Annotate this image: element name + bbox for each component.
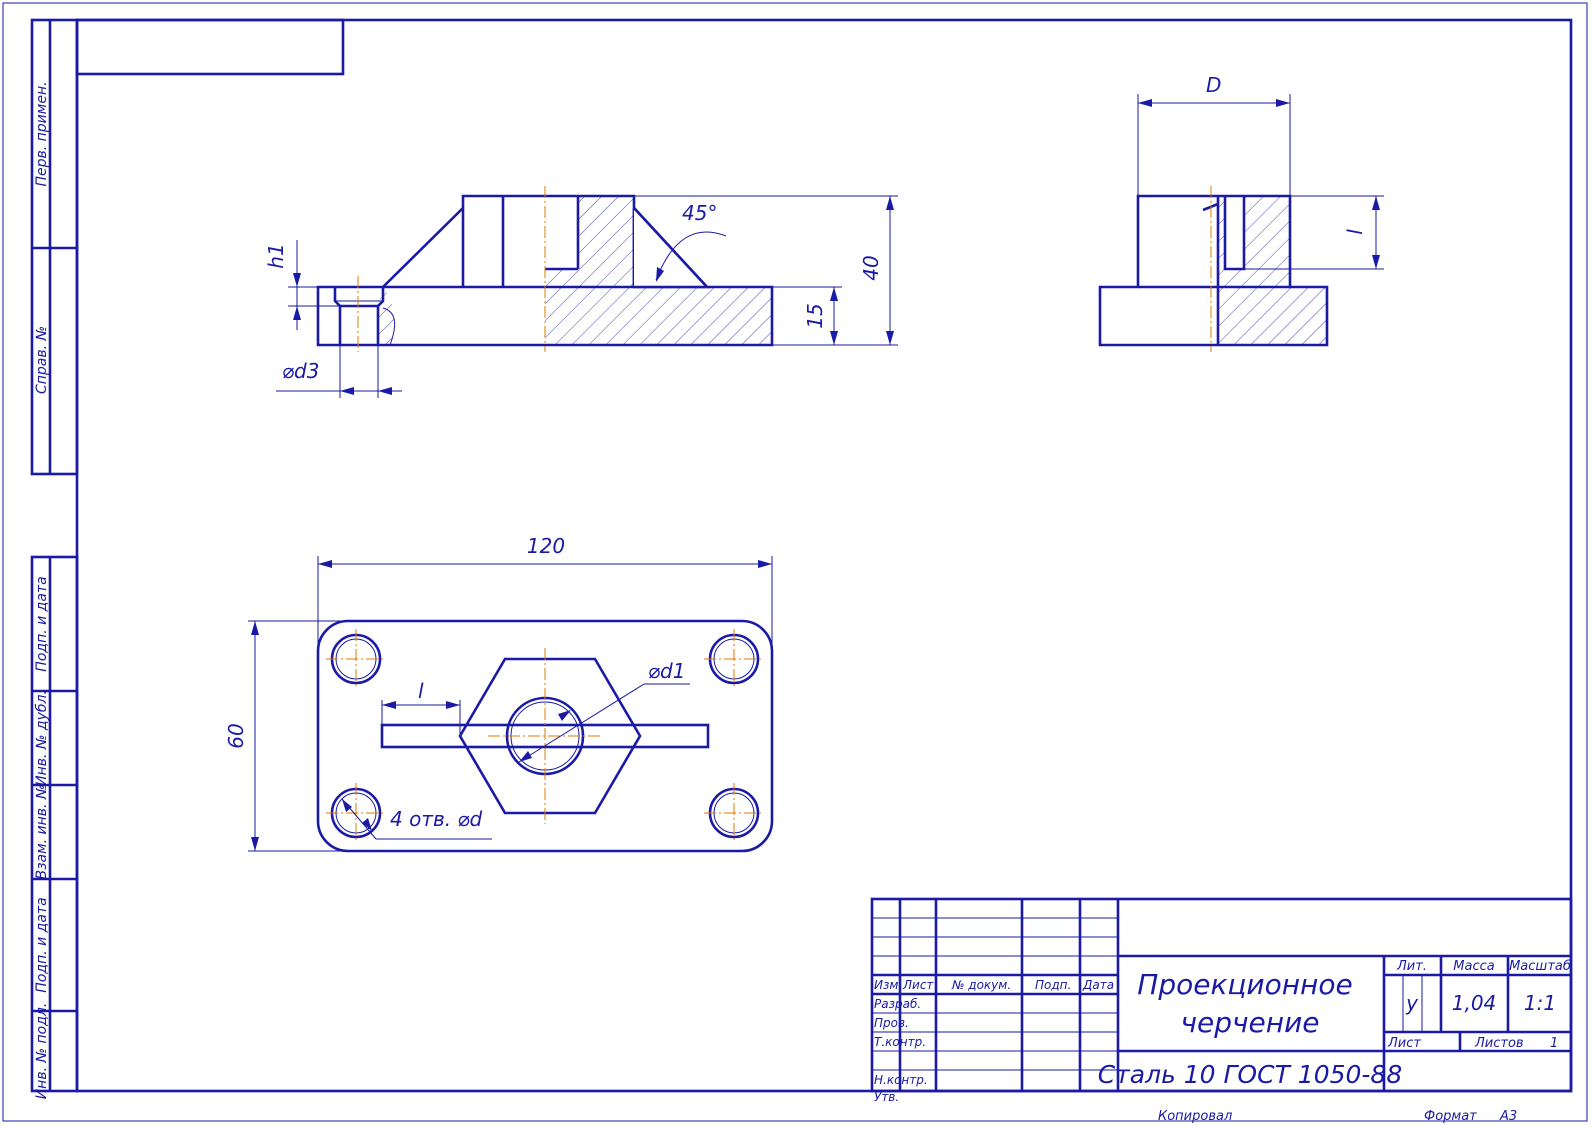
corner-hole-br xyxy=(704,783,764,843)
corner-hole-tl xyxy=(326,629,386,689)
side-view: D l xyxy=(1098,73,1384,352)
tb-role-prov: Пров. xyxy=(874,1016,909,1030)
dim-length: 120 xyxy=(527,534,565,558)
dim-height-base: 15 xyxy=(803,303,827,328)
side-stamp-bottom: Подп. и дата Инв. № дубл. Взам. инв. № П… xyxy=(30,555,79,1100)
tb-lit-value: у xyxy=(1405,991,1419,1015)
front-hole-hatch xyxy=(378,287,395,345)
footer-kopiroval: Копировал xyxy=(1158,1109,1232,1124)
title-block: Изм. Лист № докум. Подп. Дата Разраб. Пр… xyxy=(870,897,1573,1104)
dim-D: D xyxy=(1206,73,1221,97)
stamp-podp-data-1: Подп. и дата xyxy=(34,576,50,671)
tb-role-nkontr: Н.контр. xyxy=(874,1073,928,1087)
tb-header-list: Лист xyxy=(902,978,934,992)
stamp-perv-primen: Перв. примен. xyxy=(34,81,50,186)
footer-format-value: А3 xyxy=(1499,1109,1517,1124)
tb-header-podp: Подп. xyxy=(1035,978,1071,992)
tb-masshtab-value: 1:1 xyxy=(1524,991,1556,1015)
sheet-frame xyxy=(75,18,1573,1093)
dim-d1: ⌀d1 xyxy=(648,659,685,683)
tb-role-razrab: Разраб. xyxy=(874,997,921,1011)
tb-header-izm: Изм. xyxy=(874,978,902,992)
tb-massa-value: 1,04 xyxy=(1452,991,1497,1015)
stamp-inv-podl: Инв. № подл. xyxy=(34,1003,50,1100)
tb-lit-label: Лит. xyxy=(1396,959,1427,974)
dim-top-l: l xyxy=(418,679,424,703)
dim-d3: ⌀d3 xyxy=(282,359,319,383)
tb-drawing-title-1: Проекционное xyxy=(1137,968,1352,1001)
tb-drawing-title-2: черчение xyxy=(1180,1006,1319,1039)
stamp-podp-data-2: Подп. и дата xyxy=(34,897,50,992)
dim-side-l: l xyxy=(1343,229,1367,235)
tb-role-tkontr: Т.контр. xyxy=(874,1035,926,1049)
dim-width: 60 xyxy=(224,723,248,748)
stamp-sprav-no: Справ. № xyxy=(34,326,50,394)
corner-hole-bl xyxy=(326,783,386,843)
corner-hole-tr xyxy=(704,629,764,689)
footer-format-label: Формат xyxy=(1424,1109,1477,1124)
stamp-vzam-inv: Взам. инв. № xyxy=(34,784,50,879)
dim-angle: 45° xyxy=(682,201,717,225)
dim-holes: 4 отв. ⌀d xyxy=(390,807,483,831)
tb-header-doc-no: № докум. xyxy=(951,978,1011,992)
tb-masshtab-label: Масштаб xyxy=(1509,959,1571,974)
tb-list-label: Лист xyxy=(1387,1036,1421,1051)
front-view: 40 15 h1 ⌀d3 45° xyxy=(264,186,898,398)
dim-h1: h1 xyxy=(264,243,288,268)
corner-box xyxy=(75,18,345,76)
tb-listov-value: 1 xyxy=(1550,1036,1558,1051)
dim-height-total: 40 xyxy=(859,255,883,280)
tb-massa-label: Масса xyxy=(1453,959,1494,974)
stamp-inv-dubl: Инв. № дубл. xyxy=(34,690,50,786)
side-stamp-top: Перв. примен. Справ. № xyxy=(30,18,79,476)
top-view: 120 60 l ⌀d1 4 отв. ⌀d xyxy=(224,534,774,853)
tb-role-utv: Утв. xyxy=(874,1090,899,1104)
tb-listov-label: Листов xyxy=(1474,1036,1524,1051)
tb-header-data: Дата xyxy=(1082,978,1114,992)
tb-material: Сталь 10 ГОСТ 1050-88 xyxy=(1098,1060,1403,1089)
front-section-hatch xyxy=(545,196,772,345)
